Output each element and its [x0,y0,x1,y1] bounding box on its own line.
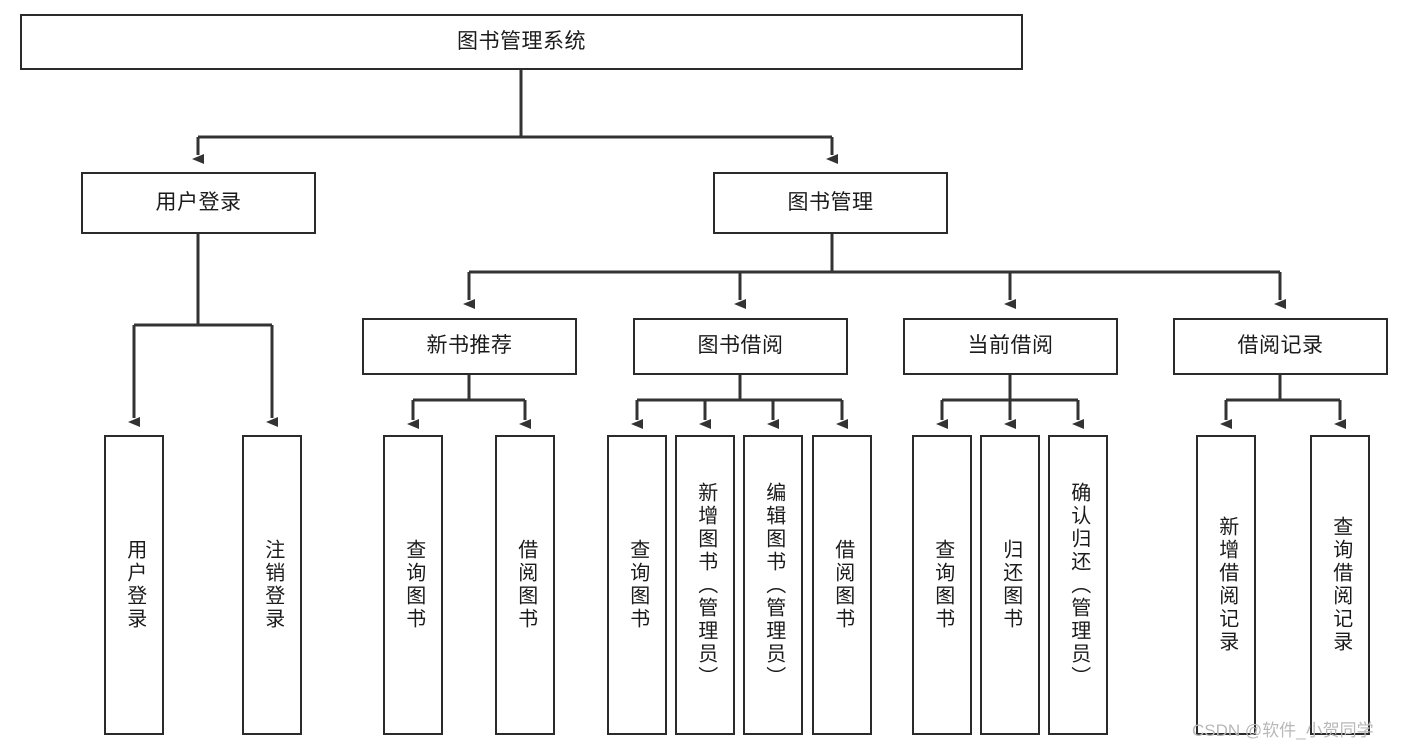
node-leaf-borrow-book-2[interactable]: 借阅图书 [812,435,872,735]
node-leaf-add-record[interactable]: 新增借阅记录 [1196,435,1256,735]
node-leaf-return-book-label: 归还图书 [999,539,1022,631]
node-leaf-add-record-label: 新增借阅记录 [1215,516,1238,654]
node-leaf-return-book[interactable]: 归还图书 [980,435,1040,735]
node-leaf-user-login[interactable]: 用户登录 [104,435,164,735]
node-leaf-user-login-label: 用户登录 [123,539,146,631]
node-leaf-logout[interactable]: 注销登录 [242,435,302,735]
node-leaf-edit-book-label: 编辑图书（管理员） [762,481,785,689]
node-leaf-add-book[interactable]: 新增图书（管理员） [675,435,735,735]
node-borrow-record[interactable]: 借阅记录 [1173,318,1388,375]
node-leaf-confirm-return[interactable]: 确认归还（管理员） [1048,435,1108,735]
node-book-borrow-label: 图书借阅 [697,334,784,358]
node-leaf-query-book-1-label: 查询图书 [402,539,425,631]
node-leaf-query-record-label: 查询借阅记录 [1329,516,1352,654]
node-user-login[interactable]: 用户登录 [81,172,316,234]
node-book-manage[interactable]: 图书管理 [713,172,948,234]
node-leaf-query-book-2-label: 查询图书 [626,539,649,631]
node-current-borrow[interactable]: 当前借阅 [903,318,1118,375]
node-book-borrow[interactable]: 图书借阅 [633,318,848,375]
node-current-borrow-label: 当前借阅 [967,334,1054,358]
node-new-book-rec-label: 新书推荐 [426,334,513,358]
node-leaf-query-book-3-label: 查询图书 [931,539,954,631]
node-borrow-record-label: 借阅记录 [1237,334,1324,358]
node-leaf-borrow-book-1-label: 借阅图书 [514,539,537,631]
node-leaf-query-record[interactable]: 查询借阅记录 [1310,435,1370,735]
node-user-login-label: 用户登录 [155,190,242,214]
node-root-label: 图书管理系统 [457,29,586,53]
node-leaf-query-book-1[interactable]: 查询图书 [383,435,443,735]
node-book-manage-label: 图书管理 [787,190,874,214]
node-leaf-logout-label: 注销登录 [261,539,284,631]
node-leaf-confirm-return-label: 确认归还（管理员） [1067,481,1090,689]
node-leaf-query-book-3[interactable]: 查询图书 [912,435,972,735]
node-leaf-borrow-book-1[interactable]: 借阅图书 [495,435,555,735]
node-root[interactable]: 图书管理系统 [20,14,1023,70]
node-new-book-rec[interactable]: 新书推荐 [362,318,577,375]
node-leaf-borrow-book-2-label: 借阅图书 [831,539,854,631]
node-leaf-edit-book[interactable]: 编辑图书（管理员） [743,435,803,735]
node-leaf-add-book-label: 新增图书（管理员） [694,481,717,689]
node-leaf-query-book-2[interactable]: 查询图书 [607,435,667,735]
